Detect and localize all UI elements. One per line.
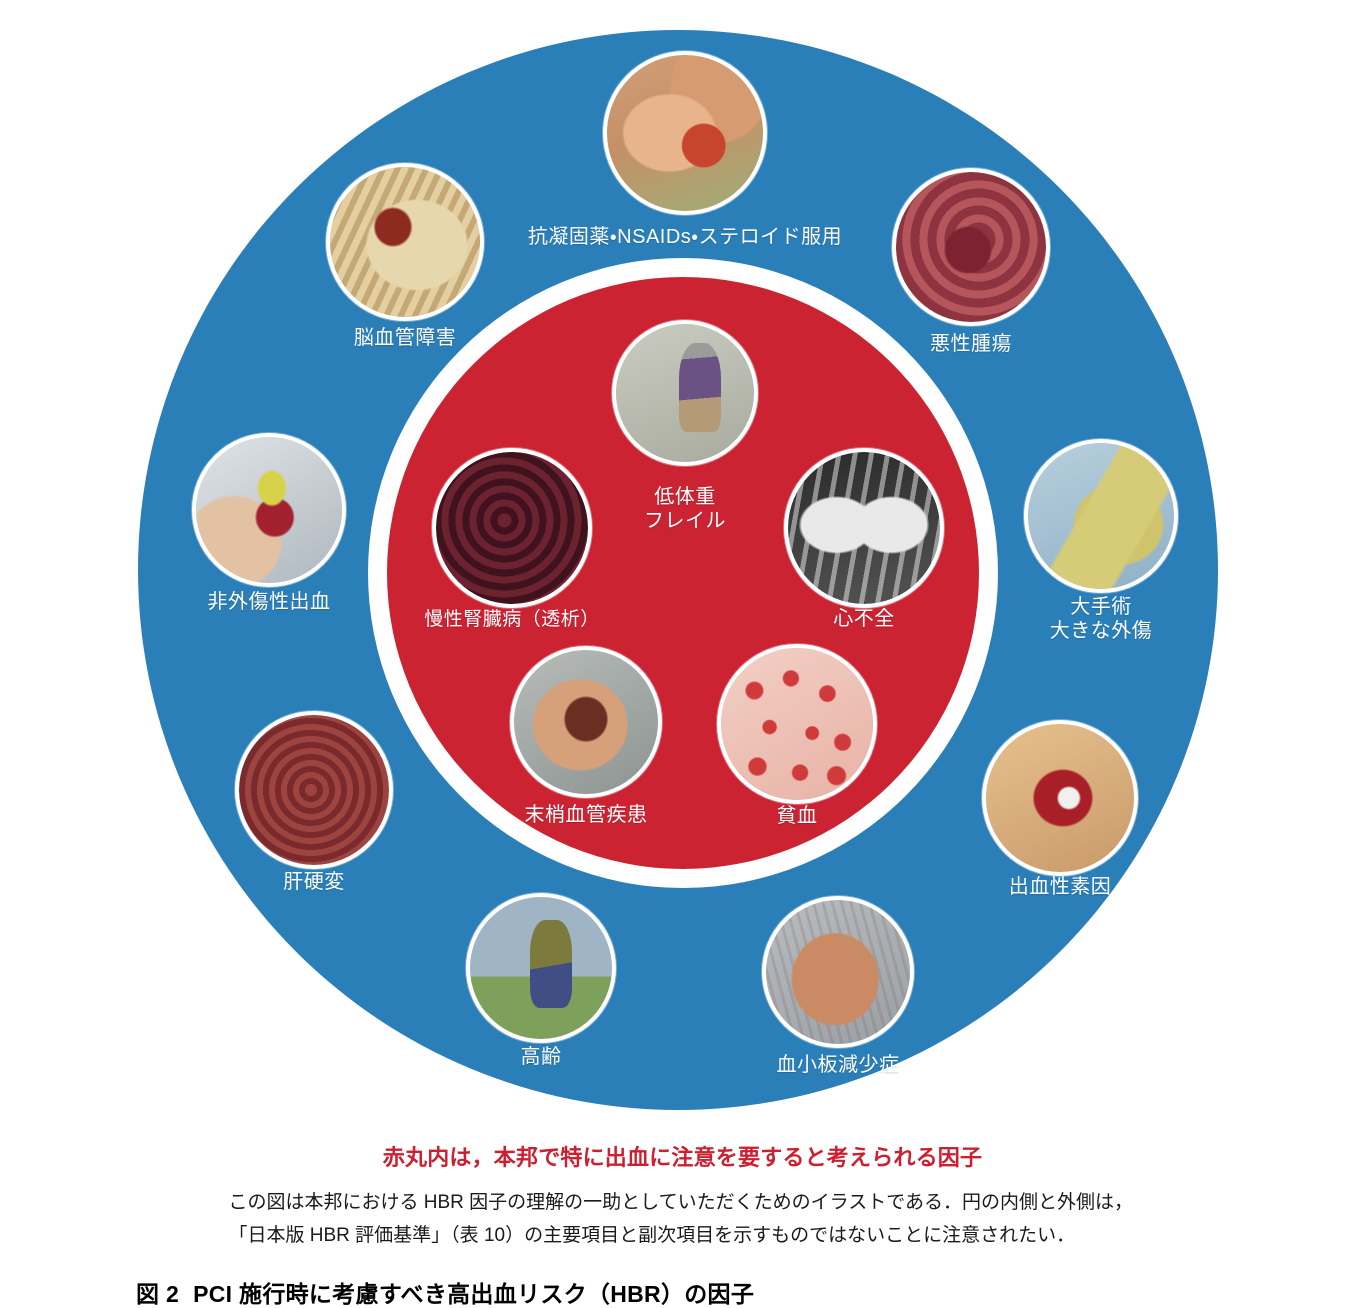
figure-note-line-2: 「日本版 HBR 評価基準」（表 10）の主要項目と副次項目を示すものではないこ…: [228, 1225, 1076, 1247]
label-major-surgery: 大手術 大きな外傷: [1049, 596, 1153, 643]
polycystic-kidney-photo-icon: [436, 452, 588, 604]
purpura-hand-photo-icon: [766, 900, 910, 1044]
bubble-peripheral-artery-disease[interactable]: [510, 646, 662, 798]
bloodshot-eye-photo-icon: [986, 724, 1134, 872]
label-anemia: 貧血: [776, 805, 818, 827]
bubble-bleeding-diathesis[interactable]: [982, 720, 1138, 876]
elderly-person-photo-icon: [470, 897, 612, 1039]
label-liver-cirrhosis: 肝硬変: [283, 871, 345, 893]
bubble-malignancy[interactable]: [892, 168, 1050, 326]
pills-in-hand-photo-icon: [607, 55, 763, 211]
bubble-liver-cirrhosis[interactable]: [235, 711, 393, 869]
red-blood-cells-photo-icon: [721, 648, 873, 800]
bubble-major-surgery[interactable]: [1024, 439, 1178, 593]
ischemic-limb-photo-icon: [514, 650, 658, 794]
figure-number: 図 2: [136, 1280, 180, 1307]
label-malignancy: 悪性腫瘍: [930, 333, 1012, 355]
label-chronic-kidney-disease: 慢性腎臓病（透析）: [424, 609, 600, 630]
label-bleeding-diathesis: 出血性素因: [1008, 876, 1112, 898]
blood-transfusion-photo-icon: [196, 437, 342, 583]
figure-title-row: 図 2 PCI 施行時に考慮すべき高出血リスク（HBR）の因子: [0, 1275, 1365, 1308]
label-peripheral-artery-disease: 末梢血管疾患: [524, 804, 648, 826]
label-non-traumatic-bleeding: 非外傷性出血: [207, 591, 331, 613]
bubble-chronic-kidney-disease[interactable]: [432, 448, 592, 608]
figure-note-line-1: この図は本邦における HBR 因子の理解の一助としていただくためのイラストである…: [228, 1192, 1134, 1213]
label-cerebrovascular-disease: 脳血管障害: [353, 327, 457, 349]
red-highlight-caption: 赤丸内は，本邦で特に出血に注意を要すると考えられる因子: [382, 1145, 983, 1170]
bubble-anemia[interactable]: [717, 644, 877, 804]
brain-hemorrhage-photo-icon: [330, 167, 480, 317]
label-thrombocytopenia: 血小板減少症: [776, 1054, 900, 1076]
figure-note: この図は本邦における HBR 因子の理解の一助としていただくためのイラストである…: [153, 1186, 1213, 1253]
label-anticoagulants: 抗凝固薬・NSAIDs・ステロイド服用: [527, 226, 843, 248]
bubble-low-body-weight-frailty[interactable]: [612, 320, 758, 466]
hbr-circle-diagram: 抗凝固薬・NSAIDs・ステロイド服用 悪性腫瘍 大手術 大きな外傷 出血性素因…: [138, 30, 1218, 1110]
label-low-body-weight-frailty: 低体重 フレイル: [644, 486, 726, 533]
bubble-non-traumatic-bleeding[interactable]: [192, 433, 346, 587]
figure-title-text: PCI 施行時に考慮すべき高出血リスク（HBR）の因子: [193, 1280, 755, 1307]
bubble-anticoagulants[interactable]: [603, 51, 767, 215]
tumor-endoscopy-photo-icon: [896, 172, 1046, 322]
bubble-advanced-age[interactable]: [466, 893, 616, 1043]
caption-block: 赤丸内は，本邦で特に出血に注意を要すると考えられる因子 この図は本邦における H…: [0, 1128, 1365, 1308]
label-advanced-age: 高齢: [520, 1046, 562, 1068]
chest-xray-photo-icon: [788, 452, 940, 604]
frail-elderly-walker-photo-icon: [616, 324, 754, 462]
cirrhotic-liver-photo-icon: [239, 715, 389, 865]
surgical-scalpel-photo-icon: [1028, 443, 1174, 589]
bubble-cerebrovascular-disease[interactable]: [326, 163, 484, 321]
bubble-heart-failure[interactable]: [784, 448, 944, 608]
label-heart-failure: 心不全: [833, 608, 895, 630]
bubble-thrombocytopenia[interactable]: [762, 896, 914, 1048]
